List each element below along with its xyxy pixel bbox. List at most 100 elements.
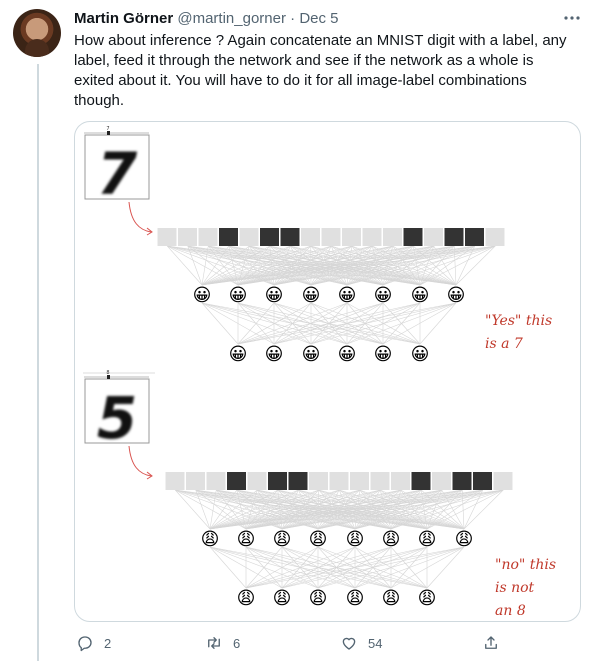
neuron-emoji: 😀: [374, 344, 393, 364]
input-cell: [301, 228, 320, 246]
input-arrow-head-bottom: [146, 471, 153, 480]
digit-image-top: [84, 134, 150, 200]
author-handle[interactable]: @martin_gorner: [177, 10, 286, 27]
annotation-line: "Yes" this: [485, 313, 552, 329]
annotation-line: is not: [495, 580, 535, 596]
digit-glyph-bottom: 5: [97, 384, 137, 452]
input-cell: [219, 228, 238, 246]
input-cell: [403, 228, 423, 246]
input-cell: [432, 472, 451, 490]
annotation-line: is a 7: [485, 336, 523, 352]
input-cell: [178, 228, 197, 246]
label-marker-bottom: [107, 375, 110, 379]
tweet-date[interactable]: Dec 5: [299, 10, 339, 27]
tweet-header: Martin Görner @martin_gorner · Dec 5: [74, 9, 339, 29]
input-cell: [350, 472, 369, 490]
input-cell: [309, 472, 328, 490]
retweet-icon: [208, 637, 220, 649]
edges-top: [167, 245, 496, 345]
neuron-emoji: 😩: [382, 529, 401, 549]
like-count: 54: [368, 635, 383, 651]
input-cell: [280, 228, 300, 246]
input-arrow-head-top: [146, 227, 153, 236]
input-cell: [465, 228, 484, 246]
input-cell: [268, 472, 287, 490]
share-button[interactable]: [482, 634, 510, 652]
neuron-emoji: 😀: [374, 285, 393, 305]
neuron-emoji: 😩: [346, 529, 365, 549]
like-icon: [342, 637, 356, 650]
neuron-emoji: 😀: [411, 344, 430, 364]
retweet-button[interactable]: 6: [205, 634, 240, 652]
input-cell: [165, 472, 185, 490]
avatar[interactable]: [13, 9, 61, 57]
tweet-text: How about inference ? Again concatenate …: [74, 32, 567, 109]
tweet-actions: 2 6 54: [74, 634, 504, 654]
more-icon[interactable]: [562, 8, 582, 33]
neuron-emoji: 😀: [411, 285, 430, 305]
input-cell: [186, 472, 205, 490]
input-cell: [247, 472, 267, 490]
thread-line: [37, 64, 39, 661]
retweet-count: 6: [233, 635, 241, 651]
annotation-line: an 8: [495, 603, 526, 619]
neuron-emoji: 😩: [201, 529, 220, 549]
neuron-emoji: 😀: [193, 285, 212, 305]
input-cell: [424, 228, 443, 246]
reply-count: 2: [104, 635, 112, 651]
input-cell: [493, 472, 513, 490]
edges-bottom: [175, 489, 504, 589]
input-cell: [391, 472, 410, 490]
neuron-emoji: 😀: [447, 285, 466, 305]
input-cell: [370, 472, 390, 490]
label-marker-top: [107, 131, 110, 135]
input-cell: [239, 228, 259, 246]
input-cell: [342, 228, 361, 246]
neuron-emoji: 😩: [346, 588, 365, 608]
neuron-emoji: 😩: [309, 588, 328, 608]
annotation-line: "no" this: [495, 557, 556, 573]
input-cell: [321, 228, 341, 246]
input-arrow-top: [128, 201, 152, 233]
reply-icon: [78, 636, 92, 652]
input-cell: [227, 472, 246, 490]
input-cell: [452, 472, 472, 490]
separator-dot: ·: [290, 10, 296, 27]
neuron-emoji: 😩: [455, 529, 474, 549]
input-cell: [383, 228, 402, 246]
label-tick-top: 7: [106, 126, 109, 132]
neuron-emoji: 😀: [338, 285, 357, 305]
input-cell: [206, 472, 226, 490]
neuron-emoji: 😩: [309, 529, 328, 549]
neuron-emoji: 😩: [273, 588, 292, 608]
input-arrow-bottom: [128, 445, 152, 477]
neuron-emoji: 😀: [229, 285, 248, 305]
neuron-emoji: 😩: [382, 588, 401, 608]
author-name[interactable]: Martin Görner: [74, 10, 174, 27]
neuron-emoji: 😩: [418, 529, 437, 549]
input-cell: [157, 228, 177, 246]
input-cell: [288, 472, 308, 490]
input-cell: [329, 472, 349, 490]
neuron-emoji: 😀: [265, 285, 284, 305]
input-cell: [485, 228, 505, 246]
like-button[interactable]: 54: [340, 634, 382, 652]
input-cell: [362, 228, 382, 246]
label-tick-bottom: 8: [106, 370, 109, 376]
input-cell: [444, 228, 464, 246]
neuron-emoji: 😩: [237, 588, 256, 608]
input-cell: [260, 228, 279, 246]
input-cell: [198, 228, 218, 246]
neuron-emoji: 😩: [273, 529, 292, 549]
neuron-emoji: 😀: [302, 285, 321, 305]
neuron-emoji: 😀: [229, 344, 248, 364]
digit-glyph-top: 7: [97, 140, 138, 208]
neuron-emoji: 😀: [265, 344, 284, 364]
neuron-emoji: 😩: [418, 588, 437, 608]
input-cell: [411, 472, 431, 490]
neuron-emoji: 😀: [338, 344, 357, 364]
reply-button[interactable]: 2: [76, 634, 111, 652]
neuron-emoji: 😩: [237, 529, 256, 549]
